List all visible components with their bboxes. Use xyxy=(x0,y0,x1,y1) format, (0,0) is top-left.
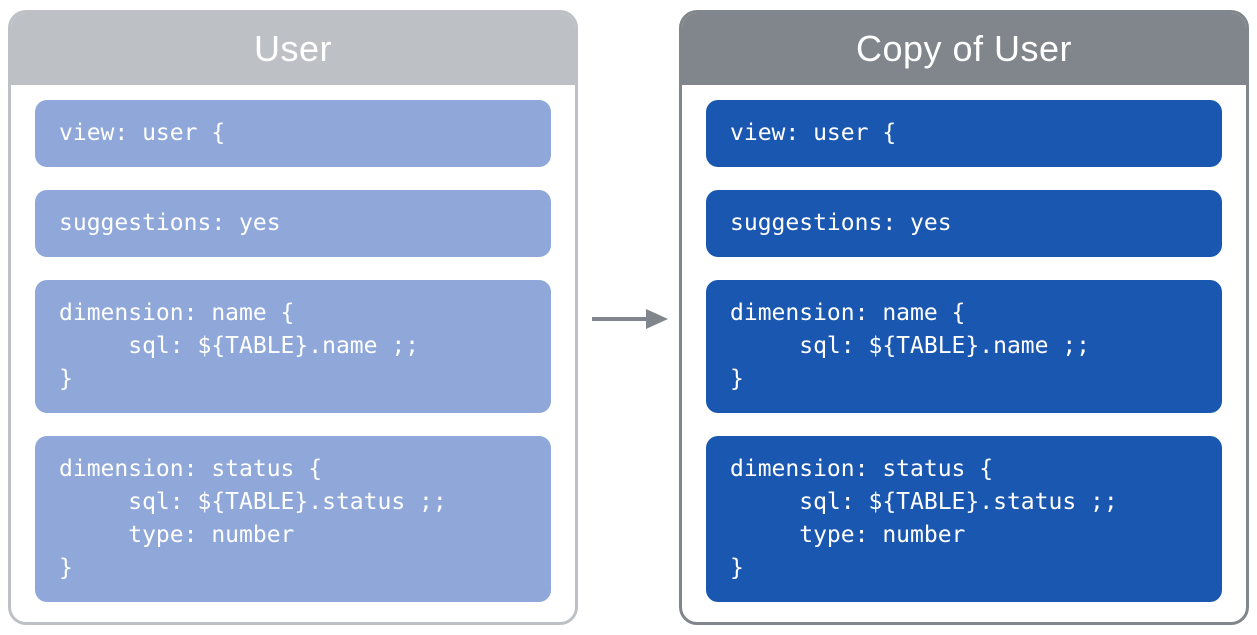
code-block-suggestions: suggestions: yes xyxy=(706,190,1222,257)
source-panel-body: view: user { suggestions: yes dimension:… xyxy=(11,85,575,602)
code-line: } xyxy=(59,366,73,392)
code-block-dimension-status: dimension: status { sql: ${TABLE}.status… xyxy=(706,436,1222,602)
code-line: view: user { xyxy=(730,120,897,146)
right-arrow-icon xyxy=(592,306,668,332)
target-panel: Copy of User view: user { suggestions: y… xyxy=(679,10,1249,625)
code-block-suggestions: suggestions: yes xyxy=(35,190,551,257)
code-block-view: view: user { xyxy=(35,100,551,167)
code-line: sql: ${TABLE}.name ;; xyxy=(59,333,420,359)
code-block-dimension-name: dimension: name { sql: ${TABLE}.name ;; … xyxy=(706,280,1222,413)
code-line: view: user { xyxy=(59,120,226,146)
code-line: type: number xyxy=(59,522,295,548)
code-line: sql: ${TABLE}.status ;; xyxy=(730,489,1118,515)
code-block-dimension-name: dimension: name { sql: ${TABLE}.name ;; … xyxy=(35,280,551,413)
code-block-dimension-status: dimension: status { sql: ${TABLE}.status… xyxy=(35,436,551,602)
code-line: } xyxy=(59,555,73,581)
code-line: dimension: status { xyxy=(730,456,994,482)
code-line: } xyxy=(730,555,744,581)
code-line: suggestions: yes xyxy=(730,210,952,236)
target-panel-body: view: user { suggestions: yes dimension:… xyxy=(682,85,1246,602)
code-line: } xyxy=(730,366,744,392)
code-line: type: number xyxy=(730,522,966,548)
source-panel-header: User xyxy=(11,13,575,85)
code-line: sql: ${TABLE}.name ;; xyxy=(730,333,1091,359)
code-line: dimension: name { xyxy=(59,300,295,326)
code-line: sql: ${TABLE}.status ;; xyxy=(59,489,447,515)
target-panel-title: Copy of User xyxy=(855,28,1073,69)
code-line: dimension: name { xyxy=(730,300,966,326)
source-panel-title: User xyxy=(253,28,332,69)
target-panel-header: Copy of User xyxy=(682,13,1246,85)
code-block-view: view: user { xyxy=(706,100,1222,167)
source-panel: User view: user { suggestions: yes dimen… xyxy=(8,10,578,625)
code-line: suggestions: yes xyxy=(59,210,281,236)
code-line: dimension: status { xyxy=(59,456,323,482)
